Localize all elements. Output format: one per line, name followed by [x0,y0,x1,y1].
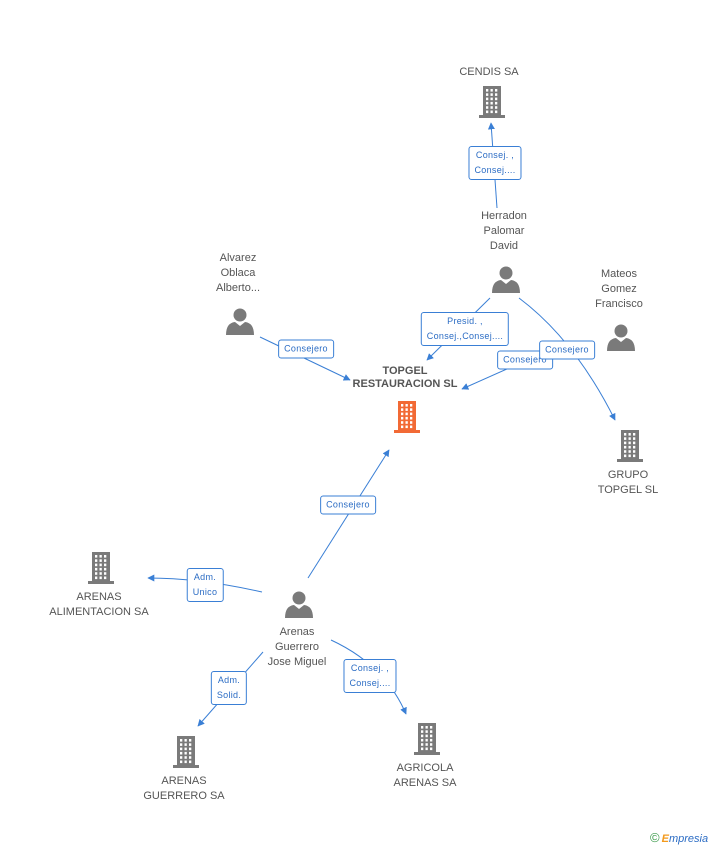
node-label-arenas-guerrero[interactable]: ARENAS GUERRERO SA [143,775,225,802]
empresia-logo: ©Empresia [650,830,709,845]
edge-label-herradon-grupo[interactable]: Consejero [539,340,595,360]
edges-layer [147,122,616,727]
node-label-cendis[interactable]: CENDIS SA [459,66,519,78]
icons-layer [88,86,643,768]
edge-label-mateos-topgel[interactable]: Consejero [497,350,553,370]
building-icon-agricola-arenas[interactable] [414,723,440,755]
person-icon-arenas-person[interactable] [285,591,313,619]
node-label-agricola-arenas[interactable]: AGRICOLA ARENAS SA [393,762,457,789]
node-label-arenas-person[interactable]: Arenas Guerrero Jose Miguel [267,626,327,668]
edge-alvarez-topgel [259,336,351,381]
edge-label-herradon-topgel[interactable]: Presid. , Consej.,Consej.... [420,312,510,346]
node-label-grupo-topgel[interactable]: GRUPO TOPGEL SL [597,469,659,496]
node-label-arenas-alimentacion[interactable]: ARENAS ALIMENTACION SA [49,591,149,618]
node-label-herradon[interactable]: Herradon Palomar David [481,210,527,252]
node-label-mateos[interactable]: Mateos Gomez Francisco [595,268,643,310]
person-icon-mateos[interactable] [607,324,635,352]
edge-label-alvarez-topgel[interactable]: Consejero [278,339,334,359]
node-label-alvarez[interactable]: Alvarez Oblaca Alberto... [215,252,261,294]
building-icon-grupo-topgel[interactable] [617,430,643,462]
person-icon-herradon[interactable] [492,266,520,294]
building-icon-cendis[interactable] [479,86,505,118]
edge-label-arenas-topgel[interactable]: Consejero [320,495,376,515]
edge-label-arenas-agricola[interactable]: Consej. , Consej.... [343,659,397,693]
copyright-icon: © [650,830,660,845]
edge-label-arenas-guerrero[interactable]: Adm. Solid. [210,671,248,705]
building-icon-arenas-alimentacion[interactable] [88,552,114,584]
person-icon-alvarez[interactable] [226,308,254,336]
node-label-topgel[interactable]: TOPGEL RESTAURACION SL [352,365,458,390]
edge-label-arenas-alimentacion[interactable]: Adm. Unico [186,568,224,602]
building-icon-topgel[interactable] [394,401,420,433]
edge-label-herradon-cendis[interactable]: Consej. , Consej.... [468,146,522,180]
building-icon-arenas-guerrero[interactable] [173,736,199,768]
